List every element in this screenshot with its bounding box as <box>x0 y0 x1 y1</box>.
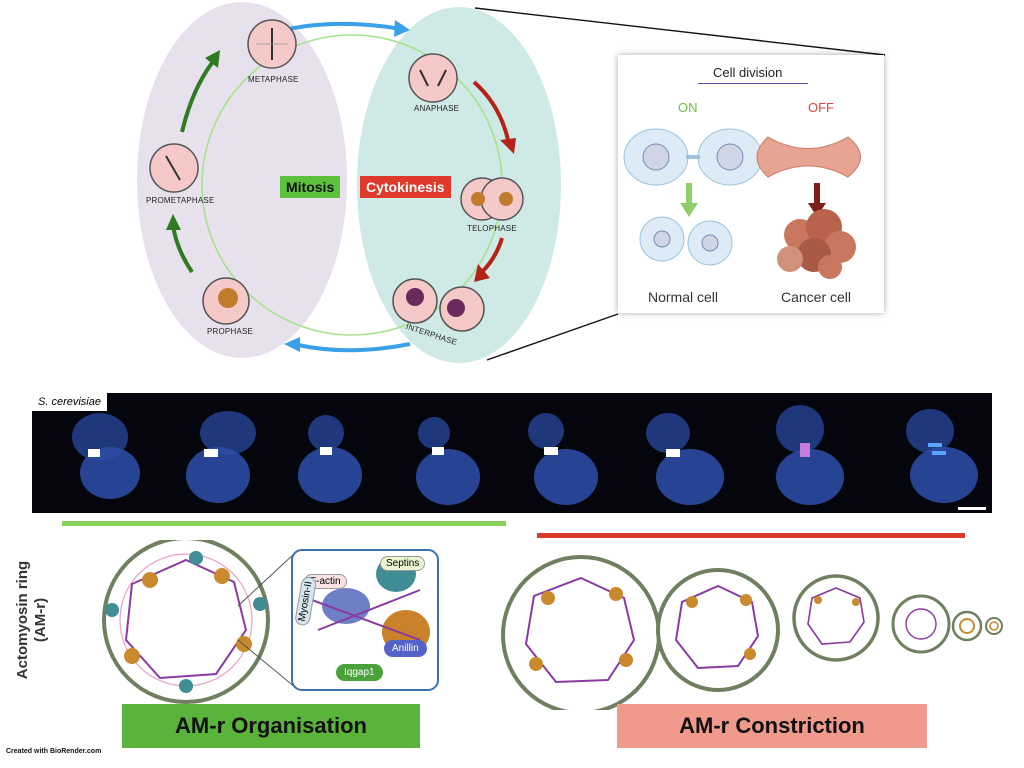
yeast-frame-4 <box>386 393 504 513</box>
mitosis-tag: Mitosis <box>280 176 341 198</box>
yeast-frame-7 <box>740 393 858 513</box>
ring-graphics <box>102 540 1003 710</box>
telophase-cell <box>460 177 524 221</box>
green-phase-line <box>62 521 506 526</box>
label-septins: Septins <box>380 556 426 571</box>
arrow-green-upper <box>180 61 214 133</box>
arrow-blue-bottom <box>297 342 411 353</box>
organisation-ring <box>102 540 270 704</box>
label-prometaphase: PROMETAPHASE <box>146 196 215 205</box>
cancer-cell-label: Cancer cell <box>781 289 852 305</box>
arrow-red-upper <box>472 80 510 141</box>
prometaphase-cell <box>149 143 199 193</box>
cytokinesis-tag: Cytokinesis <box>360 176 451 198</box>
cell-cycle-diagram <box>137 2 886 363</box>
yeast-frame-3 <box>268 393 386 513</box>
prophase-cell <box>202 277 250 325</box>
cell-division-inset: Cell division ON OFF Normal cell Cancer … <box>618 55 884 313</box>
constriction-ring-3 <box>792 574 880 662</box>
yeast-frame-5 <box>504 393 622 513</box>
scale-bar <box>958 507 986 510</box>
organisation-bar: AM-r Organisation <box>122 704 420 748</box>
normal-cell-label: Normal cell <box>648 289 719 305</box>
inset-title-rule <box>698 83 808 84</box>
constriction-bar: AM-r Constriction <box>617 704 927 748</box>
anaphase-cell <box>408 53 458 103</box>
metaphase-cell <box>247 19 297 69</box>
red-phase-line <box>537 533 965 538</box>
inset-title: Cell division <box>713 65 783 80</box>
on-label: ON <box>678 100 698 115</box>
label-iqgap1: Iqgap1 <box>336 664 383 681</box>
microscopy-strip: S. cerevisiae <box>32 393 992 513</box>
label-prophase: PROPHASE <box>207 327 254 336</box>
label-telophase: TELOPHASE <box>467 224 517 233</box>
inset-graphics <box>623 128 861 279</box>
interphase-cells <box>392 278 485 332</box>
constriction-ring-6 <box>985 617 1003 635</box>
credit-text: Created with BioRender.com <box>6 748 102 755</box>
cytokinesis-ellipse <box>357 7 561 363</box>
species-label: S. cerevisiae <box>32 393 107 411</box>
yeast-frame-2 <box>150 393 268 513</box>
constriction-ring-1 <box>501 555 661 710</box>
yeast-frame-8 <box>858 393 978 513</box>
constriction-ring-2 <box>656 568 780 692</box>
label-metaphase: METAPHASE <box>248 75 299 84</box>
label-anaphase: ANAPHASE <box>414 104 460 113</box>
yeast-frame-1 <box>32 393 150 513</box>
yeast-frame-6 <box>622 393 740 513</box>
constriction-ring-4 <box>891 594 951 654</box>
off-label: OFF <box>808 100 834 115</box>
arrow-red-lower <box>480 237 504 274</box>
constriction-ring-5 <box>951 610 983 642</box>
label-anillin: Anillin <box>384 640 427 657</box>
